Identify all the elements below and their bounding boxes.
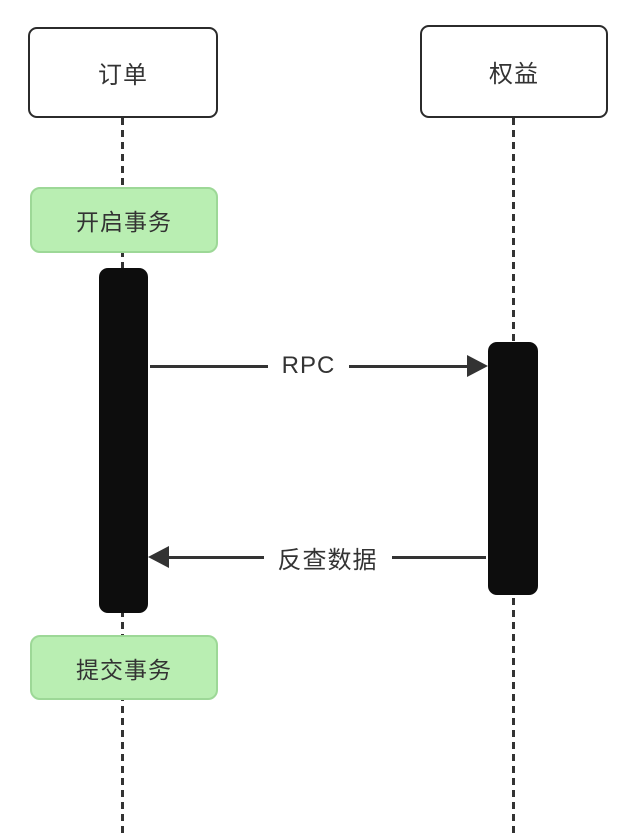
activation-bar-rights [488, 342, 538, 595]
message-rpc: RPC [150, 350, 489, 382]
note-commit-transaction: 提交事务 [30, 635, 218, 700]
message-line [349, 364, 468, 368]
note-begin-label: 开启事务 [76, 209, 172, 235]
actor-label-rights: 权益 [489, 61, 539, 88]
actor-box-order: 订单 [28, 27, 218, 118]
message-line [150, 364, 268, 368]
message-data-backcheck: 反查数据 [148, 541, 486, 574]
activation-bar-order [99, 268, 148, 613]
message-line [391, 555, 486, 559]
arrowhead-right-icon [467, 355, 489, 377]
message-line [169, 555, 264, 559]
actor-box-rights: 权益 [420, 25, 608, 118]
note-begin-transaction: 开启事务 [30, 187, 218, 253]
message-rpc-label: RPC [281, 352, 336, 379]
note-commit-label: 提交事务 [76, 656, 172, 683]
actor-label-order: 订单 [98, 62, 148, 89]
arrowhead-left-icon [148, 546, 169, 568]
message-backcheck-label: 反查数据 [277, 546, 378, 574]
